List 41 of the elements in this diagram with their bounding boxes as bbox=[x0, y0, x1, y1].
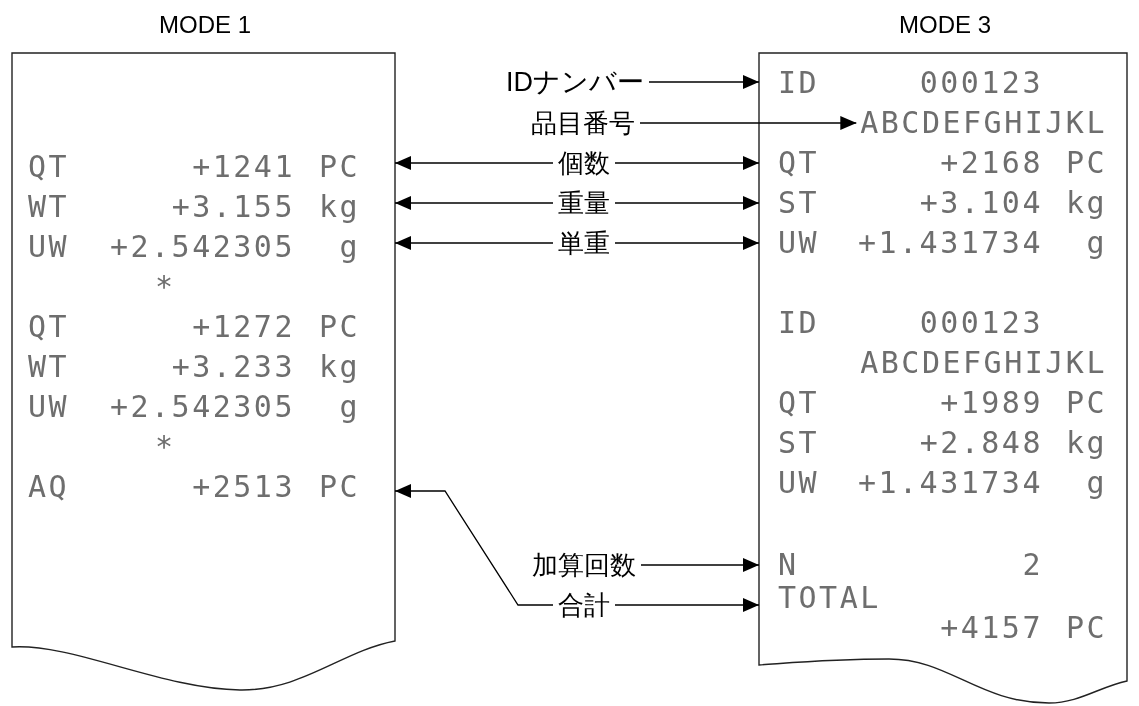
callout-label: 合計 bbox=[558, 590, 610, 620]
printout-line: * bbox=[12, 431, 395, 463]
callout-label: IDナンバー bbox=[506, 67, 644, 97]
printout-line: ID 000123 bbox=[759, 67, 1127, 99]
printout-line: ST +3.104 kg bbox=[759, 187, 1127, 219]
printout-line: UW +2.542305 g bbox=[12, 231, 395, 263]
leader-arrow bbox=[394, 484, 554, 606]
leader-arrow bbox=[394, 156, 554, 170]
printout-line: QT +1241 PC bbox=[12, 151, 395, 183]
leader-arrow bbox=[648, 75, 760, 89]
printout-line: ST +2.848 kg bbox=[759, 427, 1127, 459]
printout-line: TOTAL +4157 PC bbox=[759, 582, 1127, 646]
printout-line: ABCDEFGHIJKL bbox=[759, 107, 1127, 139]
printout-line: ABCDEFGHIJKL bbox=[759, 347, 1127, 379]
leader-arrow bbox=[614, 236, 760, 250]
printout-line: ID 000123 bbox=[759, 307, 1127, 339]
leader-arrow bbox=[640, 558, 760, 572]
printout-line: AQ +2513 PC bbox=[12, 471, 395, 503]
printout-line: UW +1.431734 g bbox=[759, 227, 1127, 259]
leader-arrow bbox=[394, 236, 554, 250]
mode-heading: MODE 1 bbox=[159, 11, 251, 39]
printout-line: UW +1.431734 g bbox=[759, 467, 1127, 499]
callout-label: 品目番号 bbox=[531, 108, 635, 138]
mode-heading: MODE 3 bbox=[899, 11, 991, 39]
leader-arrow bbox=[394, 196, 554, 210]
printout-line: WT +3.233 kg bbox=[12, 351, 395, 383]
callout-label: 加算回数 bbox=[532, 550, 636, 580]
leader-arrow bbox=[614, 598, 760, 612]
printout-line: * bbox=[12, 271, 395, 303]
leader-arrow bbox=[614, 196, 760, 210]
printout-line: N 2 bbox=[759, 549, 1127, 581]
printout-line: WT +3.155 kg bbox=[12, 191, 395, 223]
callout-label: 単重 bbox=[558, 228, 610, 258]
printout-line: UW +2.542305 g bbox=[12, 391, 395, 423]
printout-line: QT +1989 PC bbox=[759, 387, 1127, 419]
leader-arrow bbox=[639, 116, 857, 130]
printout-line: QT +2168 PC bbox=[759, 147, 1127, 179]
callout-label: 個数 bbox=[558, 148, 610, 178]
callout-label: 重量 bbox=[558, 188, 610, 218]
printout-line: QT +1272 PC bbox=[12, 311, 395, 343]
leader-arrow bbox=[614, 156, 760, 170]
